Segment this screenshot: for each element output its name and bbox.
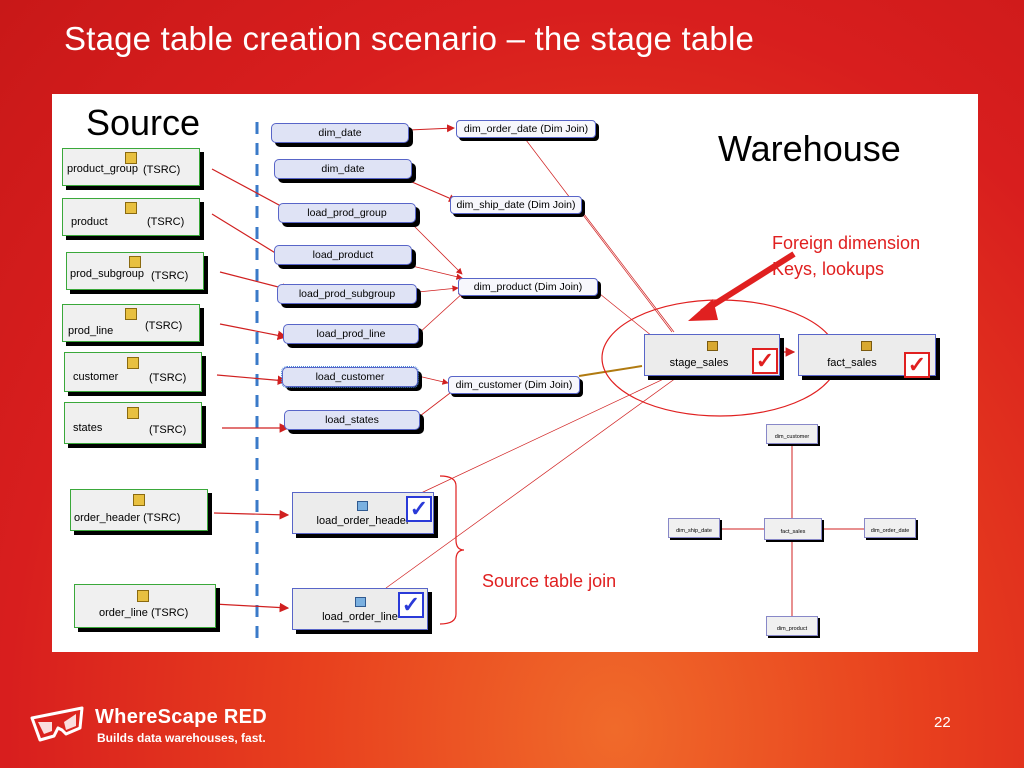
source-name: order_line (TSRC) bbox=[99, 607, 189, 619]
check-mark-fact: ✓ bbox=[904, 352, 930, 378]
slide-title: Stage table creation scenario – the stag… bbox=[64, 20, 755, 57]
annotation-fk-line1: Foreign dimension bbox=[772, 233, 921, 253]
load-node-selected[interactable]: load_customer bbox=[281, 366, 419, 388]
source-node[interactable]: customer (TSRC) bbox=[64, 352, 202, 392]
dim-join-node[interactable]: dim_order_date (Dim Join) bbox=[456, 120, 596, 138]
star-dim-node[interactable]: dim_product bbox=[766, 616, 818, 636]
annotation-source-join: Source table join bbox=[482, 571, 617, 591]
source-table-icon bbox=[125, 202, 137, 214]
annotation-fk-line2: Keys, lookups bbox=[772, 259, 885, 279]
check-mark-order-line: ✓ bbox=[398, 592, 424, 618]
load-node[interactable]: dim_date bbox=[271, 123, 409, 143]
dim-join-node[interactable]: dim_ship_date (Dim Join) bbox=[450, 196, 582, 214]
brand-name: WhereScape RED bbox=[95, 706, 268, 728]
star-node-label: dim_product bbox=[776, 626, 808, 632]
source-table-icon bbox=[125, 152, 137, 164]
star-dim-node[interactable]: dim_customer bbox=[766, 424, 818, 444]
source-node[interactable]: order_line (TSRC) bbox=[74, 584, 216, 628]
load-node[interactable]: load_prod_subgroup bbox=[277, 284, 417, 304]
source-table-icon bbox=[125, 308, 137, 320]
order-load-label: load_order_line bbox=[322, 611, 398, 623]
load-table-icon bbox=[357, 501, 368, 511]
fact-label: fact_sales bbox=[827, 357, 877, 369]
order-load-label: load_order_header bbox=[316, 515, 410, 527]
page-number: 22 bbox=[934, 714, 951, 731]
brand-tagline: Builds data warehouses, fast. bbox=[97, 731, 266, 745]
star-node-label: dim_ship_date bbox=[676, 528, 712, 534]
fact-table-icon bbox=[861, 341, 872, 351]
annotation-foreign-keys: Foreign dimension Keys, lookups bbox=[772, 230, 920, 282]
source-table-icon bbox=[133, 494, 145, 506]
source-node[interactable]: order_header (TSRC) bbox=[70, 489, 208, 531]
source-node[interactable]: prod_line (TSRC) bbox=[62, 304, 200, 342]
load-node[interactable]: load_prod_group bbox=[278, 203, 416, 223]
source-name: prod_line bbox=[68, 325, 114, 337]
wherescape-3d-glasses-logo bbox=[30, 706, 84, 742]
source-name: product_group bbox=[67, 163, 138, 175]
dim-join-node[interactable]: dim_product (Dim Join) bbox=[458, 278, 598, 296]
star-dim-node[interactable]: dim_order_date bbox=[864, 518, 916, 538]
diagram-canvas: Source Warehouse Foreign dimension Keys,… bbox=[52, 94, 978, 652]
source-tag: (TSRC) bbox=[143, 164, 181, 176]
dim-join-node[interactable]: dim_customer (Dim Join) bbox=[448, 376, 580, 394]
source-name: prod_subgroup bbox=[70, 268, 145, 280]
source-tag: (TSRC) bbox=[151, 270, 189, 282]
load-table-icon bbox=[355, 597, 366, 607]
source-tag: (TSRC) bbox=[147, 216, 185, 228]
source-node[interactable]: product (TSRC) bbox=[62, 198, 200, 236]
source-name: states bbox=[73, 422, 103, 434]
load-node[interactable]: dim_date bbox=[274, 159, 412, 179]
source-table-icon bbox=[127, 357, 139, 369]
load-node[interactable]: load_product bbox=[274, 245, 412, 265]
join-brace bbox=[439, 475, 465, 625]
source-node[interactable]: prod_subgroup (TSRC) bbox=[66, 252, 204, 290]
source-tag: (TSRC) bbox=[149, 424, 187, 436]
star-node-label: dim_order_date bbox=[870, 528, 910, 534]
star-dim-node[interactable]: dim_ship_date bbox=[668, 518, 720, 538]
stage-table-icon bbox=[707, 341, 718, 351]
source-node[interactable]: states (TSRC) bbox=[64, 402, 202, 444]
source-table-icon bbox=[127, 407, 139, 419]
source-table-icon bbox=[129, 256, 141, 268]
load-node[interactable]: load_prod_line bbox=[283, 324, 419, 344]
stage-label: stage_sales bbox=[669, 357, 729, 369]
source-heading: Source bbox=[86, 102, 201, 143]
load-node[interactable]: load_states bbox=[284, 410, 420, 430]
star-fact-node[interactable]: fact_sales bbox=[764, 518, 822, 540]
star-node-label: dim_customer bbox=[774, 434, 810, 440]
star-node-label: fact_sales bbox=[780, 529, 806, 535]
check-mark-order-header: ✓ bbox=[406, 496, 432, 522]
source-tag: (TSRC) bbox=[145, 320, 183, 332]
source-tag: (TSRC) bbox=[149, 372, 187, 384]
check-mark-stage: ✓ bbox=[752, 348, 778, 374]
source-name: product bbox=[71, 216, 108, 228]
warehouse-heading: Warehouse bbox=[718, 128, 901, 169]
big-arrow bbox=[688, 299, 718, 321]
source-name: customer bbox=[73, 371, 119, 383]
source-name: order_header (TSRC) bbox=[74, 512, 181, 524]
source-table-icon bbox=[137, 590, 149, 602]
source-node[interactable]: product_group (TSRC) bbox=[62, 148, 200, 186]
